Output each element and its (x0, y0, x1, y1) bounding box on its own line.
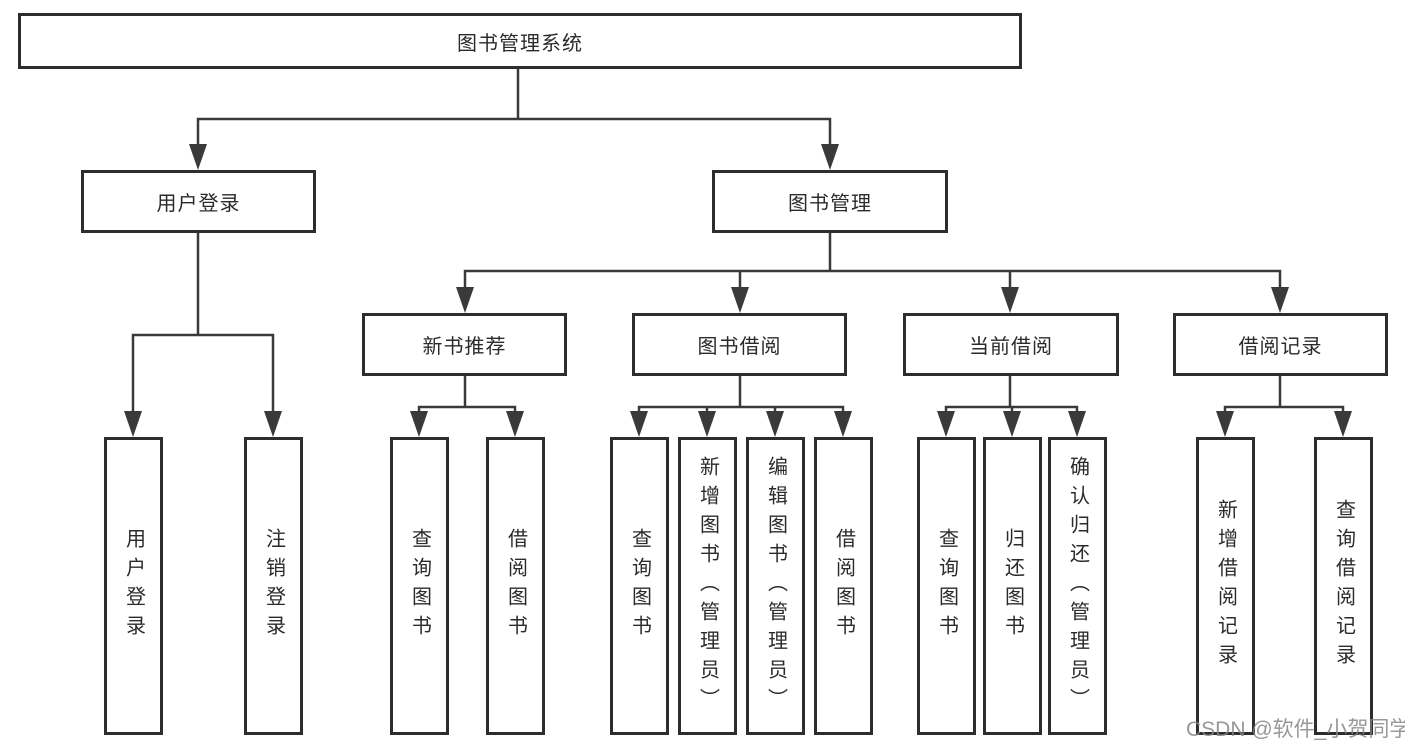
leaf-current-confirm-return-admin: 确认归还（管理员） (1048, 437, 1107, 735)
connector-root-to-level2 (196, 69, 832, 148)
leaf-label: 查询图书 (935, 528, 958, 644)
node-root-library-system: 图书管理系统 (18, 13, 1022, 69)
arrowhead-down-icon (1334, 411, 1352, 437)
leaf-label: 注销登录 (262, 528, 285, 644)
leaf-label: 编辑图书（管理员） (764, 455, 787, 717)
leaf-label: 查询借阅记录 (1332, 499, 1355, 673)
leaf-borrow-borrow-book: 借阅图书 (814, 437, 873, 735)
arrowhead-down-icon (264, 411, 282, 437)
arrowhead-down-icon (124, 411, 142, 437)
connector-new-book-recommend-to-leaves (417, 375, 517, 414)
node-book-borrow: 图书借阅 (632, 313, 847, 376)
arrowhead-down-icon (630, 411, 648, 437)
arrowhead-down-icon (189, 144, 207, 170)
arrowhead-down-icon (1068, 411, 1086, 437)
node-new-book-recommend: 新书推荐 (362, 313, 567, 376)
node-current-borrow: 当前借阅 (903, 313, 1119, 376)
arrowhead-down-icon (731, 287, 749, 313)
connector-current-borrow-to-leaves (944, 375, 1079, 414)
leaf-current-query-book: 查询图书 (917, 437, 976, 735)
connector-book-borrow-to-leaves (637, 375, 845, 414)
connector-book-management-to-level3 (463, 233, 1282, 291)
leaf-borrow-add-book-admin: 新增图书（管理员） (678, 437, 737, 735)
leaf-records-add-record: 新增借阅记录 (1196, 437, 1255, 735)
arrowhead-down-icon (698, 411, 716, 437)
leaf-records-query-record: 查询借阅记录 (1314, 437, 1373, 735)
leaf-recommend-borrow-book: 借阅图书 (486, 437, 545, 735)
arrowhead-down-icon (1001, 287, 1019, 313)
leaf-borrow-edit-book-admin: 编辑图书（管理员） (746, 437, 805, 735)
leaf-label: 归还图书 (1001, 528, 1024, 644)
leaf-recommend-query-book: 查询图书 (390, 437, 449, 735)
leaf-label: 查询图书 (408, 528, 431, 644)
leaf-label: 确认归还（管理员） (1066, 455, 1089, 717)
connector-user-login-to-leaves (131, 232, 275, 413)
leaf-label: 新增借阅记录 (1214, 499, 1237, 673)
node-borrow-records: 借阅记录 (1173, 313, 1388, 376)
leaf-borrow-query-book: 查询图书 (610, 437, 669, 735)
node-user-login: 用户登录 (81, 170, 316, 233)
arrowhead-down-icon (766, 411, 784, 437)
leaf-label: 借阅图书 (504, 528, 527, 644)
arrowhead-down-icon (1271, 287, 1289, 313)
arrowhead-down-icon (1003, 411, 1021, 437)
leaf-label: 借阅图书 (832, 528, 855, 644)
leaf-label: 新增图书（管理员） (696, 455, 719, 717)
csdn-watermark: CSDN @软件_小贺同学 (1186, 718, 1405, 741)
arrowhead-down-icon (834, 411, 852, 437)
arrowhead-down-icon (821, 144, 839, 170)
arrowhead-down-icon (937, 411, 955, 437)
leaf-label: 查询图书 (628, 528, 651, 644)
leaf-user-login: 用户登录 (104, 437, 163, 735)
leaf-current-return-book: 归还图书 (983, 437, 1042, 735)
arrowhead-down-icon (410, 411, 428, 437)
arrowhead-down-icon (506, 411, 524, 437)
node-book-management: 图书管理 (712, 170, 948, 233)
arrowhead-down-icon (1216, 411, 1234, 437)
arrowhead-down-icon (456, 287, 474, 313)
connector-borrow-records-to-leaves (1223, 375, 1345, 414)
leaf-logout: 注销登录 (244, 437, 303, 735)
leaf-label: 用户登录 (122, 528, 145, 644)
